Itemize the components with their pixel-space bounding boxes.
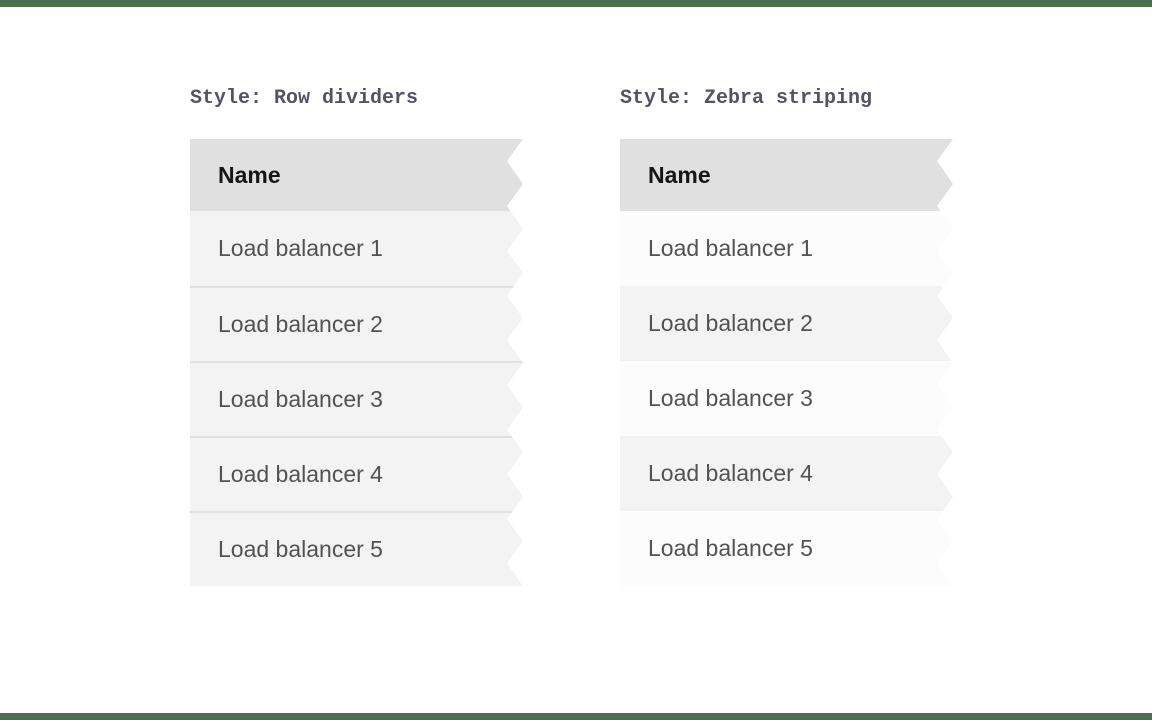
table-row: Load balancer 4 bbox=[190, 436, 523, 511]
table-cell: Load balancer 1 bbox=[218, 235, 383, 261]
table-row: Load balancer 4 bbox=[620, 436, 953, 511]
table-body: Load balancer 1 Load balancer 2 Load bal… bbox=[190, 211, 523, 586]
top-edge-strip bbox=[0, 0, 1152, 7]
table-cell: Load balancer 2 bbox=[218, 311, 383, 337]
example-title-row-dividers: Style: Row dividers bbox=[190, 87, 419, 110]
data-table-row-dividers: Name Load balancer 1 Load balancer 2 Loa… bbox=[190, 139, 523, 586]
table-cell: Load balancer 3 bbox=[218, 386, 383, 412]
table-row: Load balancer 5 bbox=[190, 511, 523, 586]
table-cell: Load balancer 4 bbox=[648, 460, 813, 486]
torn-edge-tab bbox=[470, 107, 533, 139]
table-row: Load balancer 2 bbox=[620, 286, 953, 361]
table-row: Load balancer 2 bbox=[190, 286, 523, 361]
torn-edge-tab bbox=[485, 588, 532, 648]
torn-edge-tab bbox=[915, 588, 961, 650]
example-zebra-striping: Style: Zebra striping Name Load balancer… bbox=[620, 88, 960, 586]
table-header-row: Name bbox=[620, 139, 953, 211]
table-header-row: Name bbox=[190, 139, 523, 211]
column-header-name: Name bbox=[648, 161, 711, 188]
torn-edge-tab bbox=[902, 108, 960, 138]
table-cell: Load balancer 2 bbox=[648, 310, 813, 336]
table-row: Load balancer 3 bbox=[190, 361, 523, 436]
table-cell: Load balancer 5 bbox=[648, 535, 813, 561]
table-cell: Load balancer 1 bbox=[648, 235, 813, 261]
table-row: Load balancer 1 bbox=[620, 211, 953, 286]
table-row: Load balancer 5 bbox=[620, 511, 953, 586]
data-table-zebra-striping: Name Load balancer 1 Load balancer 2 Loa… bbox=[620, 139, 953, 586]
column-header-name: Name bbox=[218, 161, 281, 188]
example-title-zebra-striping: Style: Zebra striping bbox=[620, 87, 873, 110]
table-cell: Load balancer 3 bbox=[648, 385, 813, 411]
bottom-edge-strip bbox=[0, 713, 1152, 720]
table-cell: Load balancer 4 bbox=[218, 461, 383, 487]
example-row-dividers: Style: Row dividers Name Load balancer 1… bbox=[190, 88, 530, 586]
table-row: Load balancer 3 bbox=[620, 361, 953, 436]
table-row: Load balancer 1 bbox=[190, 211, 523, 286]
table-body: Load balancer 1 Load balancer 2 Load bal… bbox=[620, 211, 953, 586]
table-cell: Load balancer 5 bbox=[218, 536, 383, 562]
